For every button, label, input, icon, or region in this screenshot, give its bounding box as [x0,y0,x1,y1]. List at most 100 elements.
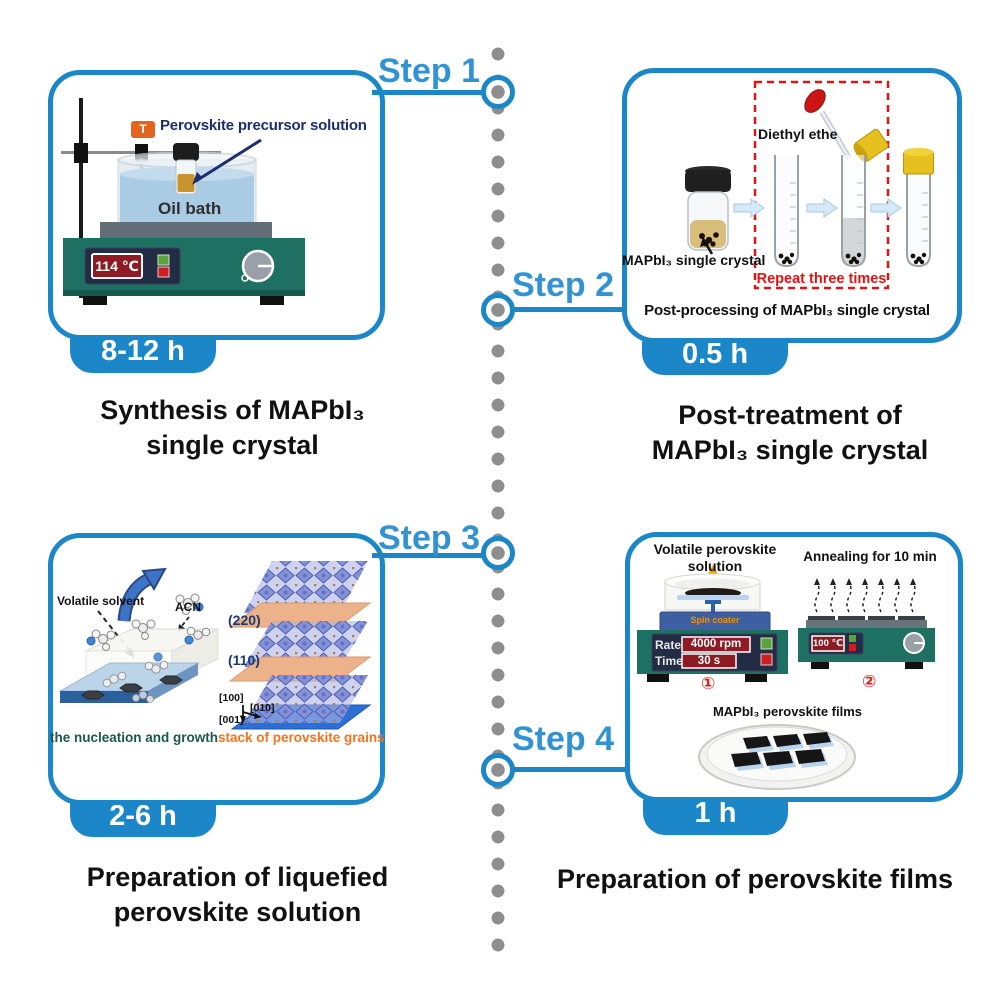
film-preparation-illustration [637,565,935,790]
nuclei-hexagons [81,675,183,700]
volatile-solvent-label: Volatile solvent [57,594,145,608]
annealing-button-red [849,644,856,651]
step1-caption: Synthesis of MAPbI₃ single crystal [55,393,410,463]
tube2-graduations [857,182,863,244]
hotplate-foot-right [260,296,284,305]
axis-right-arrowhead [254,713,262,719]
precursor-annotation: Perovskite precursor solution [160,117,367,134]
axis-down-arrowhead [240,716,246,723]
panel-step1: T Perovskite precursor solution Oil bath… [48,70,385,340]
solvent-molecules [86,593,211,704]
post-treatment-illustration [685,80,934,290]
spin-title-line1: Volatile perovskite [653,541,777,557]
sample-vial-cap [685,170,731,192]
annealing-title: Annealing for 10 min [803,549,937,564]
spin-foot-right [745,674,767,682]
annealing-foot-left [811,662,829,669]
plane-110-label: (110) [228,652,260,668]
step2-timeline-node [481,293,515,327]
annotation-arrow-line [195,138,262,183]
oil-bath-label: Oil bath [158,199,222,218]
grain-stack-caption: stack of perovskite grains [218,730,385,745]
tube3-crystals [910,252,927,265]
step1-caption-line2: single crystal [146,430,319,460]
hotplate-body-shadow [63,290,305,296]
power-button-red [157,266,170,278]
step2-connector-line [513,307,625,312]
vapor-arrows [814,582,916,613]
time-value: 30 s [697,655,721,667]
step4-caption: Preparation of perovskite films [540,862,970,897]
axis-100-label: [100] [219,692,244,704]
process-marker-2: ② [862,672,877,691]
evaporation-arrow [119,574,152,622]
spin-title: Volatile perovskite solution [640,541,790,575]
step1-caption-line1: Synthesis of MAPbI₃ [100,395,365,425]
step3-timeline-node [481,536,515,570]
spin-title-line2: solution [687,558,743,574]
evaporation-arrowhead [141,567,167,591]
power-button-green [157,254,170,266]
hotplate-foot-left [83,296,107,305]
step2-caption-line2: MAPbI₃ single crystal [651,435,929,465]
step2-caption-line1: Post-treatment of [678,400,902,430]
spin-coater-label: Spin coater [690,615,740,625]
vial-cap [173,143,199,161]
repeat-note: Repeat three times [756,271,887,287]
test-tube-2 [841,155,866,268]
spin-chuck [705,600,721,604]
step4-caption-line1: Preparation of perovskite films [556,864,954,894]
spin-chuck-stem [711,604,715,612]
repeat-dashed-box [753,80,890,290]
annealing-foot-right [905,662,923,669]
step3-connector-line [372,553,484,558]
acn-label: ACN [175,600,201,614]
time-readout-box [681,653,737,669]
annealing-button-green [849,635,856,642]
flow-arrows [733,198,902,218]
rate-value: 4000 rpm [690,638,742,650]
test-tube-1 [774,155,799,268]
perovskite-grain-stack [228,561,372,730]
tube2-crystals [845,252,862,265]
tube3-graduations [922,192,928,242]
process-marker-1: ① [701,674,716,693]
rate-label: Rate [655,638,682,652]
annealing-plate-top [806,620,927,630]
plane-220-label: (220) [228,612,261,628]
tube1-crystals [778,252,795,265]
temperature-readout-box [91,253,143,279]
nucleation-caption: the nucleation and growth [50,730,218,745]
spin-button-green [760,637,773,650]
stand-rod [79,98,83,298]
oil-bath-illustration [61,98,305,305]
step3-caption-line1: Preparation of liquefied [86,862,389,892]
spin-button-red [760,653,773,666]
step2-caption: Post-treatment of MAPbI₃ single crystal [605,398,975,468]
nucleation-illustration [58,561,372,730]
ether-label: Diethyl ethe [758,126,838,142]
vial-label-arrowhead [700,237,709,247]
tube3-cap-top [903,148,934,156]
hotplate-top [100,222,272,238]
spin-substrate-plate [677,595,749,600]
step3-caption: Preparation of liquefied perovskite solu… [50,860,425,930]
step1-label: Step 1 [378,52,481,90]
step4-label: Step 4 [512,720,615,758]
axis-001-label: [001] [219,714,244,726]
step3-caption-line2: perovskite solution [113,897,362,927]
post-processing-footer: Post-processing of MAPbI₃ single crystal [644,302,930,319]
spin-bowl-inner [674,578,751,590]
temperature-readout: 114 ℃ [95,258,139,274]
panel-step4: Volatile perovskite solution Annealing f… [625,532,963,802]
sample-vial-label: MAPbI₃ single crystal [622,252,766,268]
vapor-arrowheads [814,578,916,585]
rate-readout-box [681,636,751,653]
precursor-liquid [177,174,195,192]
perovskite-film-chips [731,732,834,771]
annealing-temp-box [811,635,845,652]
timeline-dotted-line [491,44,505,952]
dropper-tube-highlight [820,111,851,159]
sample-vial-liquid [690,220,726,248]
